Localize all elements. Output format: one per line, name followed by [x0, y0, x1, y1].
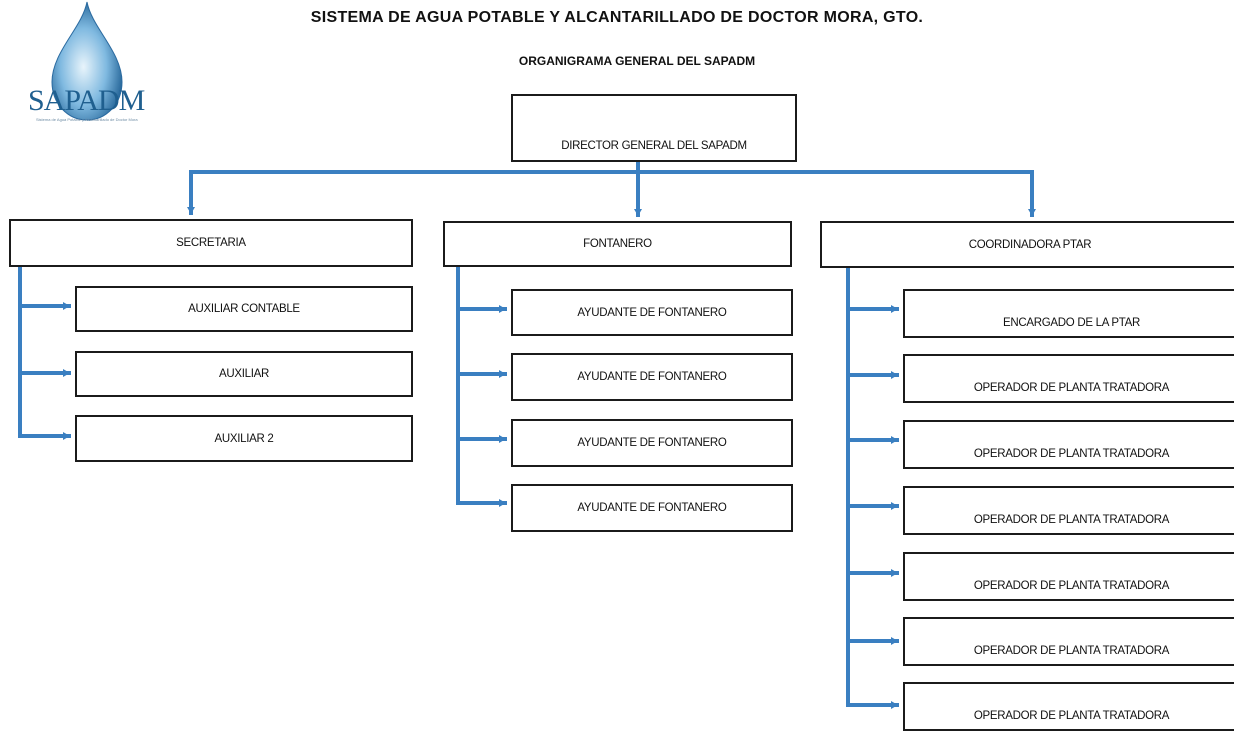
org-node-child: AYUDANTE DE FONTANERO	[511, 419, 793, 467]
org-node-child: AYUDANTE DE FONTANERO	[511, 353, 793, 401]
org-node-child: OPERADOR DE PLANTA TRATADORA	[903, 486, 1234, 535]
chart-subtitle: ORGANIGRAMA GENERAL DEL SAPADM	[518, 54, 756, 68]
org-node-child: OPERADOR DE PLANTA TRATADORA	[903, 354, 1234, 403]
org-node-root: DIRECTOR GENERAL DEL SAPADM	[511, 94, 797, 162]
org-node-child: ENCARGADO DE LA PTAR	[903, 289, 1234, 338]
org-node-label: AUXILIAR 2	[214, 432, 274, 445]
page-title: SISTEMA DE AGUA POTABLE Y ALCANTARILLADO…	[310, 9, 924, 26]
org-node-label: COORDINADORA PTAR	[968, 238, 1092, 251]
org-node-label: AYUDANTE DE FONTANERO	[577, 502, 727, 514]
org-node-department: COORDINADORA PTAR	[820, 221, 1234, 268]
org-node-label: FONTANERO	[583, 238, 652, 250]
org-node-label: DIRECTOR GENERAL DEL SAPADM	[561, 140, 747, 152]
org-node-label: AYUDANTE DE FONTANERO	[577, 306, 727, 319]
org-node-label: AYUDANTE DE FONTANERO	[577, 371, 727, 383]
org-node-child: OPERADOR DE PLANTA TRATADORA	[903, 420, 1234, 469]
org-node-child: OPERADOR DE PLANTA TRATADORA	[903, 617, 1234, 666]
org-node-label: ENCARGADO DE LA PTAR	[1003, 317, 1140, 329]
org-node-label: AUXILIAR CONTABLE	[188, 303, 300, 315]
org-node-label: OPERADOR DE PLANTA TRATADORA	[973, 514, 1170, 526]
water-drop-icon	[51, 1, 123, 121]
org-node-department: SECRETARIA	[9, 219, 413, 267]
logo-text: SAPADM	[28, 84, 145, 117]
org-node-child: AYUDANTE DE FONTANERO	[511, 484, 793, 532]
org-node-label: AYUDANTE DE FONTANERO	[577, 437, 727, 449]
org-node-child: AUXILIAR	[75, 351, 413, 397]
org-node-label: AUXILIAR	[218, 368, 269, 380]
org-node-department: FONTANERO	[443, 221, 792, 267]
org-node-child: OPERADOR DE PLANTA TRATADORA	[903, 682, 1234, 731]
org-node-child: AUXILIAR CONTABLE	[75, 286, 413, 332]
org-node-label: OPERADOR DE PLANTA TRATADORA	[973, 580, 1170, 592]
org-node-child: AYUDANTE DE FONTANERO	[511, 289, 793, 336]
org-node-label: OPERADOR DE PLANTA TRATADORA	[973, 710, 1170, 722]
org-node-label: OPERADOR DE PLANTA TRATADORA	[973, 382, 1170, 394]
logo-tagline: Sistema de Agua Potable y Alcantarillado…	[36, 117, 138, 122]
org-node-child: OPERADOR DE PLANTA TRATADORA	[903, 552, 1234, 601]
org-node-label: SECRETARIA	[176, 237, 246, 249]
org-node-label: OPERADOR DE PLANTA TRATADORA	[973, 645, 1170, 657]
org-node-label: OPERADOR DE PLANTA TRATADORA	[973, 448, 1170, 460]
org-node-child: AUXILIAR 2	[75, 415, 413, 462]
sapadm-logo: SAPADM Sistema de Agua Potable y Alcanta…	[12, 0, 162, 130]
